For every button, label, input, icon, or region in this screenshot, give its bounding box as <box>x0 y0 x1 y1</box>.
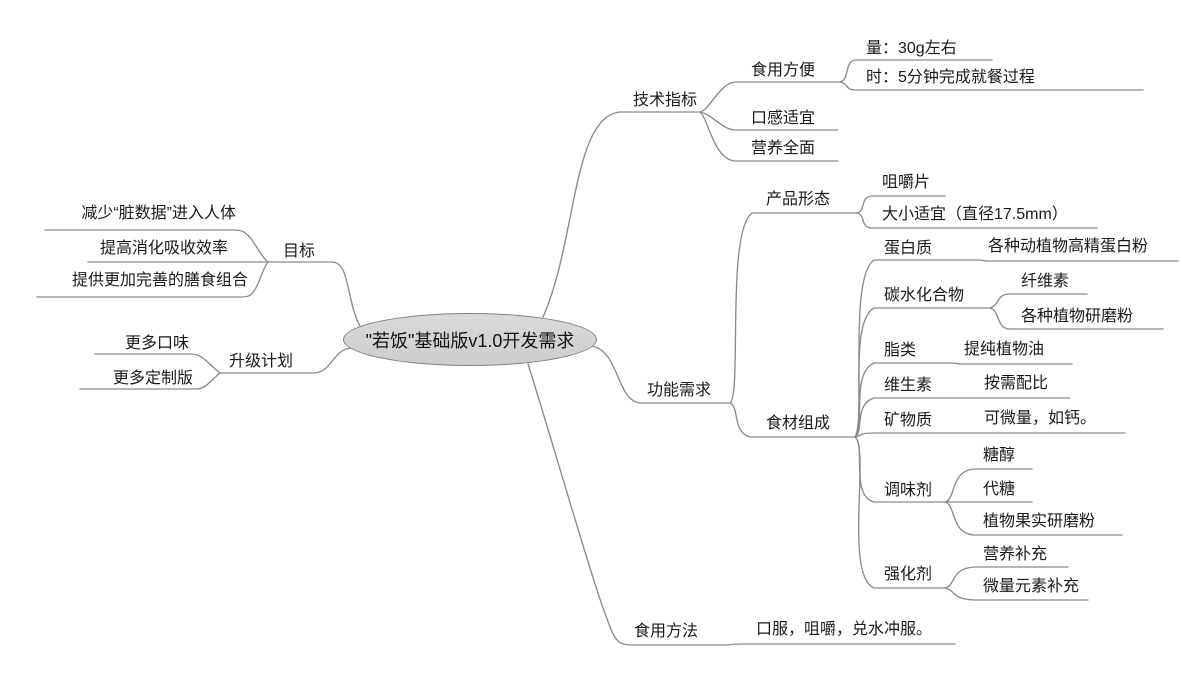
node-as-needed-ratio[interactable]: 按需配比 <box>984 375 1049 392</box>
edge-sugar-alcohol <box>944 468 1033 503</box>
node-better-diet-combo[interactable]: 提供更加完善的膳食组合 <box>71 272 248 289</box>
node-fortifier[interactable]: 强化剂 <box>884 566 933 583</box>
node-reduce-dirty-data[interactable]: 减少“脏数据”进入人体 <box>81 205 236 222</box>
node-taste[interactable]: 口感适宜 <box>751 110 816 127</box>
node-amount-30g[interactable]: 量：30g左右 <box>866 40 957 57</box>
node-upgrade-plan[interactable]: 升级计划 <box>229 353 294 370</box>
edge-nutrition-supplement <box>944 566 1069 589</box>
node-flavoring[interactable]: 调味剂 <box>884 482 933 499</box>
edge-amount-30g <box>839 59 993 83</box>
edge-oral-chew-water <box>727 643 956 646</box>
edge-eating-method <box>527 363 729 646</box>
edge-mineral <box>854 432 1126 438</box>
node-mineral[interactable]: 矿物质 <box>884 412 933 429</box>
node-easy-to-eat[interactable]: 食用方便 <box>751 62 816 79</box>
edge-taste <box>699 111 839 131</box>
edge-easy-to-eat <box>699 81 841 113</box>
edge-upgrade-plan <box>219 347 352 374</box>
node-fiber[interactable]: 纤维素 <box>1021 273 1070 290</box>
node-tech-specs[interactable]: 技术指标 <box>633 92 698 109</box>
edge-nutrition-complete <box>699 111 839 162</box>
node-chewable-tablet[interactable]: 咀嚼片 <box>882 174 931 191</box>
node-eating-method[interactable]: 食用方法 <box>634 623 699 640</box>
edge-carbohydrate <box>854 307 991 438</box>
edge-fruit-ground-powder <box>944 501 1123 536</box>
edge-ingredients <box>729 402 856 438</box>
edge-reduce-dirty-data <box>44 229 269 263</box>
node-nutrition-supplement[interactable]: 营养补充 <box>983 546 1048 563</box>
edge-trace-element-supplement <box>944 587 1089 601</box>
edge-tech-specs <box>542 111 701 318</box>
node-oral-chew-water[interactable]: 口服，咀嚼，兑水冲服。 <box>756 621 933 638</box>
node-ingredients[interactable]: 食材组成 <box>766 415 831 432</box>
node-fruit-ground-powder[interactable]: 植物果实研磨粉 <box>983 513 1096 530</box>
node-sugar-alcohol[interactable]: 糖醇 <box>983 447 1016 464</box>
node-digestion-efficiency[interactable]: 提高消化吸收效率 <box>99 240 228 257</box>
node-functional-requirements[interactable]: 功能需求 <box>647 382 712 399</box>
central-topic[interactable]: "若饭"基础版v1.0开发需求 <box>343 313 597 366</box>
node-refined-vegetable-oil[interactable]: 提纯植物油 <box>964 341 1045 358</box>
edge-better-diet-combo <box>36 261 269 298</box>
edge-chewable-tablet <box>856 195 946 214</box>
node-vitamin[interactable]: 维生素 <box>884 377 933 394</box>
edge-size-17-5mm <box>856 212 1098 229</box>
edge-more-custom-versions <box>79 372 221 390</box>
edge-plant-ground-powder <box>989 307 1164 330</box>
node-plant-ground-powder[interactable]: 各种植物研磨粉 <box>1021 308 1134 325</box>
node-size-17-5mm[interactable]: 大小适宜（直径17.5mm） <box>882 206 1068 223</box>
edge-fortifier <box>854 436 946 589</box>
node-more-flavors[interactable]: 更多口味 <box>124 335 189 352</box>
node-protein-powder[interactable]: 各种动植物高精蛋白粉 <box>988 238 1149 255</box>
edge-functional-requirements <box>591 345 731 404</box>
node-more-custom-versions[interactable]: 更多定制版 <box>112 370 193 387</box>
edge-goal <box>267 261 361 327</box>
edge-vitamin <box>854 397 1071 438</box>
node-sugar-substitute[interactable]: 代糖 <box>983 481 1016 498</box>
node-nutrition-complete[interactable]: 营养全面 <box>751 140 816 157</box>
edge-fat <box>854 362 1073 438</box>
node-trace-calcium[interactable]: 可微量，如钙。 <box>984 410 1097 427</box>
node-protein[interactable]: 蛋白质 <box>884 240 933 257</box>
node-carbohydrate[interactable]: 碳水化合物 <box>884 287 965 304</box>
node-trace-element-supplement[interactable]: 微量元素补充 <box>983 578 1080 595</box>
node-goal[interactable]: 目标 <box>283 243 316 260</box>
edge-product-form <box>729 212 858 404</box>
node-time-5min[interactable]: 时：5分钟完成就餐过程 <box>866 69 1035 86</box>
edge-more-flavors <box>94 353 221 374</box>
edge-time-5min <box>839 81 1144 91</box>
node-product-form[interactable]: 产品形态 <box>766 191 831 208</box>
edge-fiber <box>989 293 1088 309</box>
node-fat[interactable]: 脂类 <box>884 342 917 359</box>
